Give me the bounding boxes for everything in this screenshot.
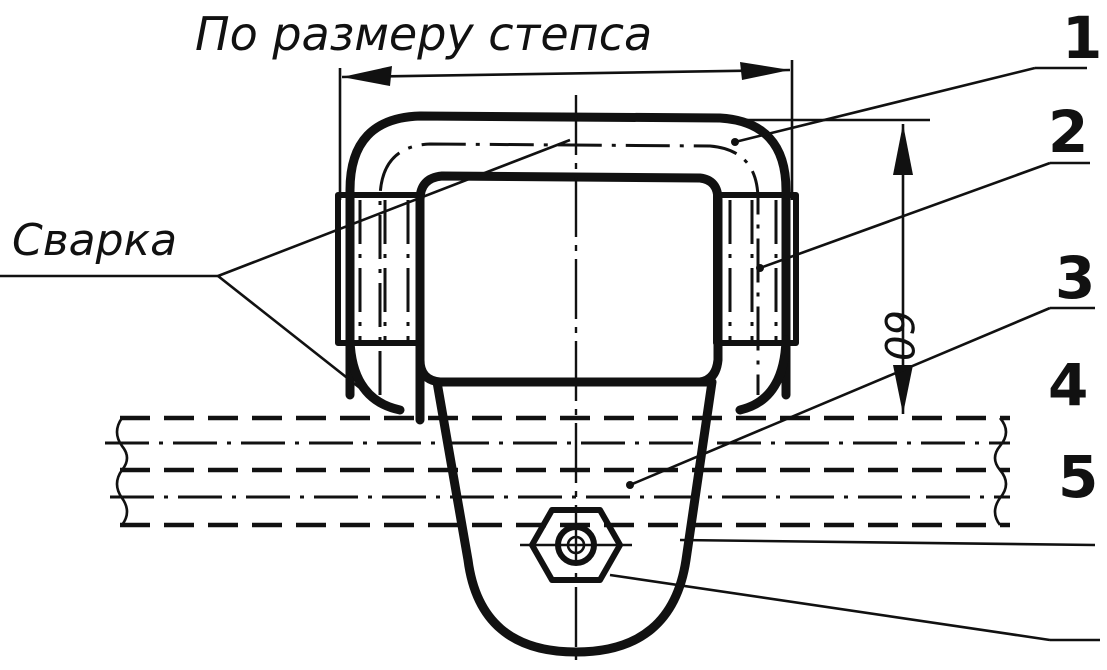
rubber-sleeve-left [335,192,423,346]
callout-3: 3 [1055,244,1095,312]
leader-dot-1 [731,138,739,146]
stirrup-frame [345,111,791,425]
width-dimension [338,60,794,200]
height-dimension-label: 60 [875,310,921,361]
bracket [432,377,717,657]
callout-5: 5 [1058,443,1098,511]
height-dimension [700,118,930,414]
callout-2: 2 [1048,98,1088,166]
weld-label: Сварка [12,215,177,266]
weld-leader [0,138,571,390]
callout-leaders [609,66,1100,642]
callout-1: 1 [1062,4,1102,72]
callout-4: 4 [1048,351,1088,419]
bolt-nut [520,507,632,583]
frame-tubes [105,415,1010,528]
leader-dot-3 [626,481,634,489]
leader-dot-2 [756,264,764,272]
rubber-sleeve-right [713,192,799,346]
width-dimension-label: По размеру степса [195,7,652,61]
